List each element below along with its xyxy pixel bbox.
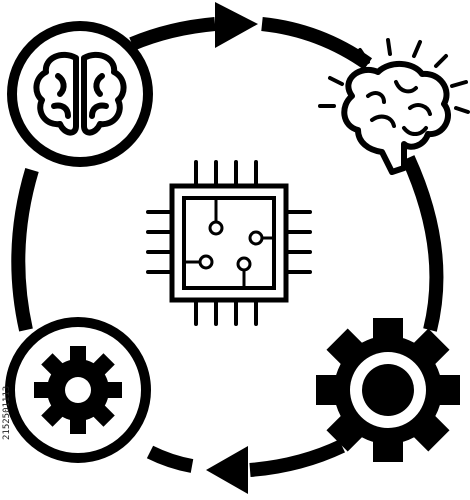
arc-bottom-right: [249, 439, 346, 477]
arc-right: [401, 155, 444, 332]
watermark-id-text: 2152501113: [2, 385, 12, 440]
brain-outline-icon: [7, 21, 153, 167]
gear-small-icon: [5, 317, 151, 463]
brain-thinking-icon: [318, 38, 470, 175]
arc-bottom-left: [146, 445, 194, 473]
arc-left: [11, 167, 39, 332]
watermark-id: 2152501113: [2, 380, 14, 440]
arrow-head-clockwise-icon: [215, 2, 258, 48]
arrow-head-counterclockwise-icon: [206, 446, 248, 494]
gear-large-icon: [316, 318, 460, 462]
cycle-ring: [11, 17, 444, 477]
processor-chip-icon: [146, 160, 312, 326]
arc-top-left: [129, 17, 216, 51]
arc-top-right: [261, 17, 373, 70]
